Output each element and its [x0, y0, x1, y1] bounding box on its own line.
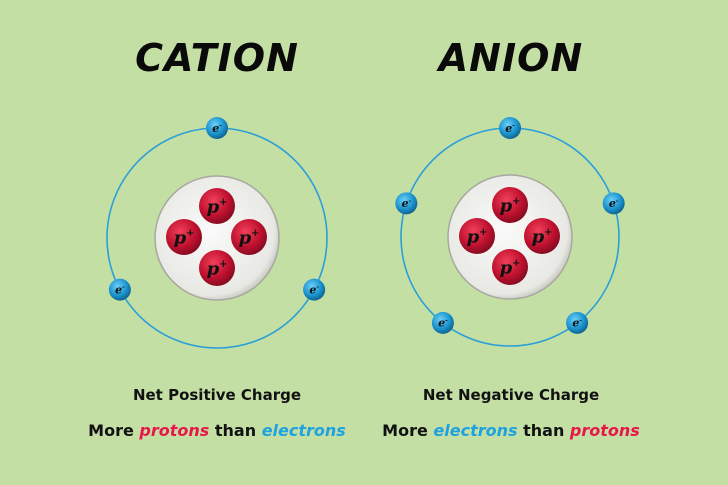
word: More: [88, 421, 134, 440]
nucleus: [447, 174, 573, 300]
proton: [524, 218, 560, 254]
anion-atom: p+p+p+p+e-e-e-e-e-: [395, 117, 625, 347]
proton: [199, 188, 235, 224]
proton: [492, 187, 528, 223]
electron-label: e-: [438, 317, 448, 330]
cation-charge: Net Positive Charge: [132, 386, 302, 404]
word-electrons: electrons: [433, 421, 518, 440]
word: More: [382, 421, 428, 440]
electron-label: e-: [572, 317, 582, 330]
cation-title: CATION: [135, 36, 299, 80]
electron: [303, 278, 326, 301]
proton: [492, 249, 528, 285]
electron: [108, 278, 131, 301]
word-protons: protons: [569, 421, 640, 440]
electron: [395, 192, 418, 215]
proton: [199, 250, 235, 286]
anion-description: More electrons than protons: [341, 421, 681, 440]
electron: [206, 117, 228, 139]
electron-label: e-: [115, 283, 125, 296]
anion-charge: Net Negative Charge: [422, 386, 600, 404]
electron-label: e-: [609, 197, 619, 210]
electron: [566, 311, 589, 334]
word: than: [214, 421, 257, 440]
cation-atom: p+p+p+p+e-e-e-: [106, 117, 328, 349]
electron: [431, 311, 454, 334]
word-electrons: electrons: [261, 421, 346, 440]
word-protons: protons: [139, 421, 210, 440]
electron-label: e-: [505, 122, 515, 135]
electron-label: e-: [309, 283, 319, 296]
nucleus: [154, 175, 280, 301]
electron: [499, 117, 521, 139]
electron-label: e-: [402, 197, 412, 210]
proton: [231, 219, 267, 255]
electron: [602, 192, 625, 215]
electron-label: e-: [212, 122, 222, 135]
cation-description: More protons than electrons: [47, 421, 387, 440]
word: than: [523, 421, 565, 440]
proton: [166, 219, 202, 255]
proton: [459, 218, 495, 254]
anion-title: ANION: [438, 36, 584, 80]
